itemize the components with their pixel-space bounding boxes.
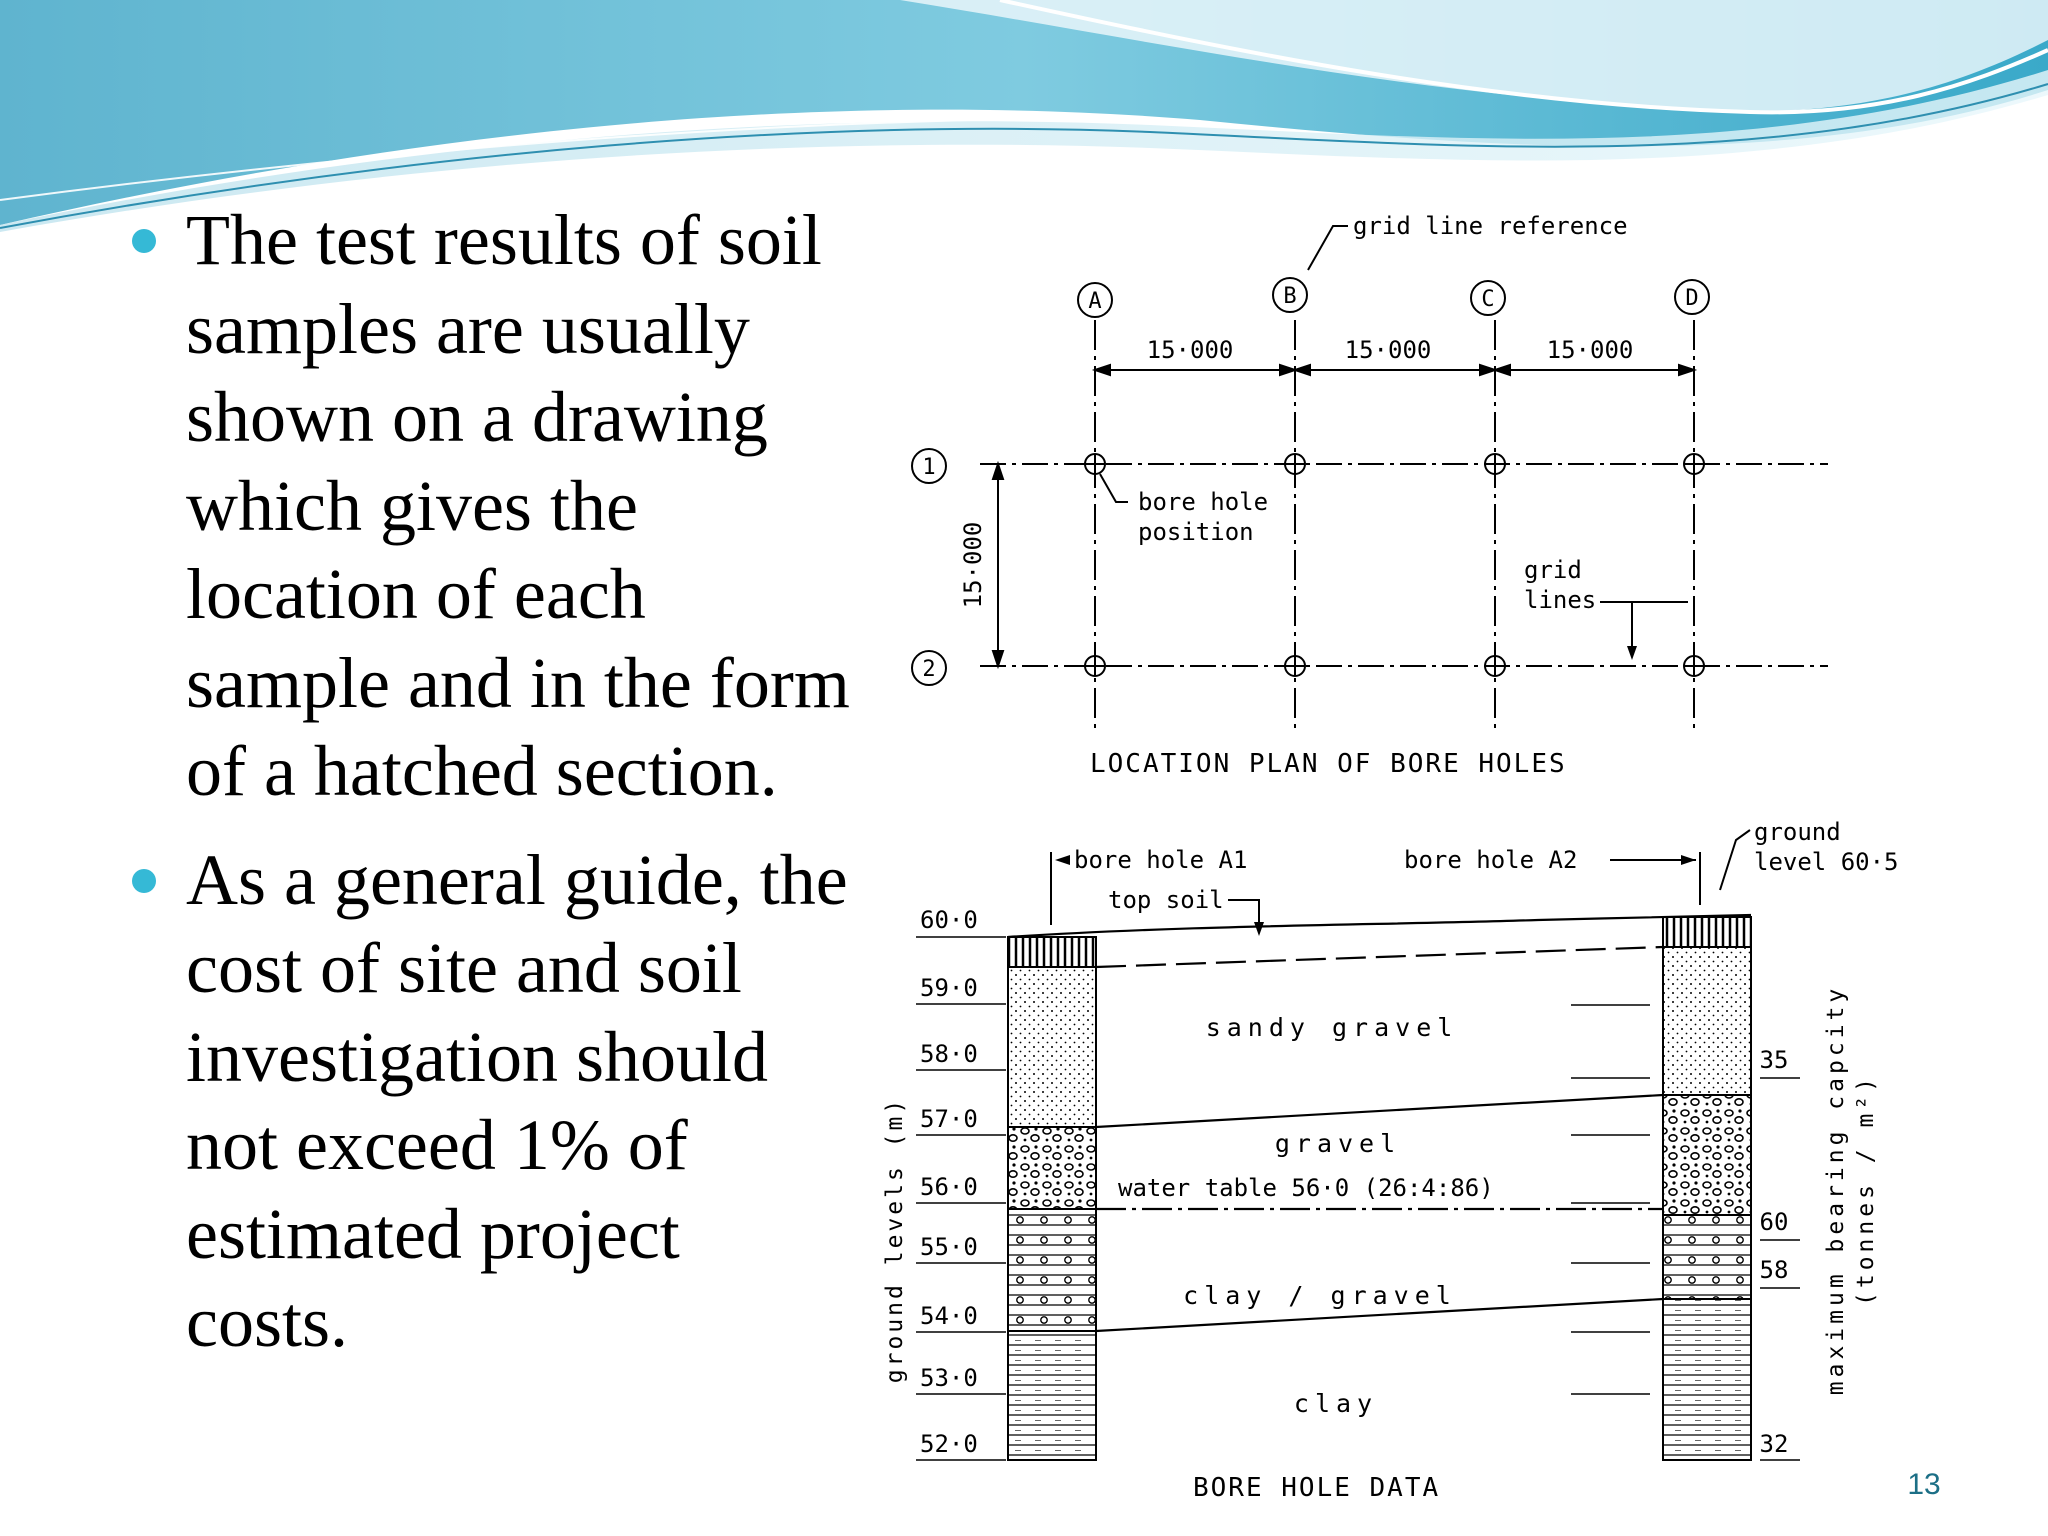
grid-lines-label: lines [1524,586,1596,614]
level-label: 58·0 [920,1040,978,1068]
grid-column-label: C [1481,287,1494,312]
grid-line-reference-label: grid line reference [1353,212,1628,240]
ground-level-label: ground [1754,818,1841,846]
water-table-label: water table 56·0 (26:4:86) [1118,1174,1494,1202]
plan-title: LOCATION PLAN OF BORE HOLES [1090,749,1567,779]
row-spacing-label: 15·000 [959,522,987,609]
stratum-label: gravel [1275,1129,1401,1158]
bearing-value: 58 [1760,1256,1789,1284]
bearing-value: 32 [1760,1430,1789,1458]
grid-line-reference-leader [1307,225,1348,271]
bore-hole-position-label: position [1138,518,1254,546]
bullet-list: The test results of soil samples are usu… [128,196,858,1387]
bore-hole-figure: grid line reference A B C [882,190,1899,1510]
bore-hole-position-label: bore hole [1138,488,1268,516]
level-label: 54·0 [920,1302,978,1330]
bullet-dot-icon [132,868,156,893]
ground-level-label: level 60·5 [1754,848,1899,876]
vertical-dimension [991,460,1005,670]
grid-row-2: 2 [911,650,947,686]
grid-column-a: A [1077,282,1113,730]
stratum-label: clay / gravel [1183,1281,1457,1310]
grid-row-label: 2 [922,657,935,682]
ground-level-leader [1719,829,1751,891]
column-spacing-label: 15·000 [1547,336,1634,364]
bearing-scale-ticks [1571,1004,1800,1461]
strata-boundaries [1007,913,1752,1333]
bullet-dot-icon [132,229,156,253]
ground-levels-axis-label: ground levels (m) [882,1097,908,1383]
grid-row-label: 1 [922,455,935,480]
stratum-label: sandy gravel [1206,1013,1459,1042]
grid-lines-label: grid [1524,556,1582,584]
top-soil-leader [1228,899,1260,930]
bearing-value: 60 [1760,1208,1789,1236]
bore-hole-a2-label: bore hole A2 [1404,846,1577,874]
section-title: BORE HOLE DATA [1193,1473,1440,1503]
column-spacing-label: 15·000 [1147,336,1234,364]
bearing-capacity-units-label: (tonnes / m²) [1853,1074,1879,1306]
level-label: 55·0 [920,1233,978,1261]
bearing-capacity-axis-label: maximum bearing capcity [1823,985,1849,1396]
horizontal-dimensions [1091,363,1698,377]
header-wave-decoration [0,0,2048,232]
level-label: 59·0 [920,974,978,1002]
grid-column-label: A [1088,289,1101,314]
bore-hole-a1-column [1007,936,1097,1461]
page-number: 13 [1907,1468,1941,1501]
bullet-text: The test results of soil samples are usu… [186,200,850,811]
column-spacing-label: 15·000 [1345,336,1432,364]
bore-hole-section: 60·0 59·0 58·0 57·0 56·0 55·0 54·0 53·0 … [882,818,1899,1503]
level-label: 57·0 [920,1105,978,1133]
bullet-text: As a general guide, the cost of site and… [186,839,848,1363]
ground-level-grid [916,936,1006,1461]
bearing-value: 35 [1760,1046,1789,1074]
bore-hole-a2-column [1662,916,1752,1461]
location-plan: grid line reference A B C [911,212,1828,779]
bore-hole-markers [1084,453,1705,677]
level-label: 60·0 [920,906,978,934]
grid-column-label: D [1685,286,1698,311]
bullet-item: The test results of soil samples are usu… [128,196,858,816]
bullet-item: As a general guide, the cost of site and… [128,836,858,1367]
bore-hole-position-leader [1099,473,1128,503]
bore-hole-a1-label: bore hole A1 [1074,846,1247,874]
level-label: 52·0 [920,1430,978,1458]
level-label: 56·0 [920,1173,978,1201]
grid-row-1: 1 [911,448,947,484]
top-soil-label: top soil [1108,886,1224,914]
stratum-label: clay [1294,1389,1378,1418]
level-label: 53·0 [920,1364,978,1392]
grid-column-label: B [1283,284,1296,309]
